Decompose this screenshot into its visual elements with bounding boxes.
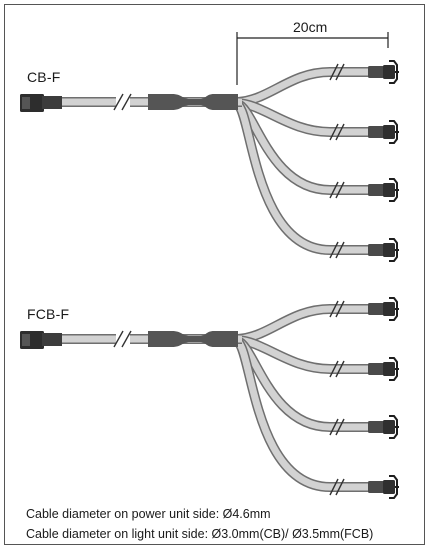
note-light-side: Cable diameter on light unit side: Ø3.0m… [26,527,374,541]
branch-cables [234,304,372,492]
tail-connectors [367,60,400,262]
dimension-indicator [236,32,389,85]
note-power-side: Cable diameter on power unit side: Ø4.6m… [26,507,271,521]
cable-assembly-cb [20,60,400,262]
cable-assembly-fcb [20,297,400,499]
break-marks [329,63,345,259]
break-marks [329,300,345,496]
branch-cables [234,67,372,255]
main-cable [60,93,242,111]
power-connector [20,94,62,112]
tail-connectors [367,297,400,499]
power-connector [20,331,62,349]
main-cable [60,330,242,348]
cable-label-cb: CB-F [27,69,61,85]
dimension-label: 20cm [293,19,328,35]
cable-label-fcb: FCB-F [27,306,70,322]
